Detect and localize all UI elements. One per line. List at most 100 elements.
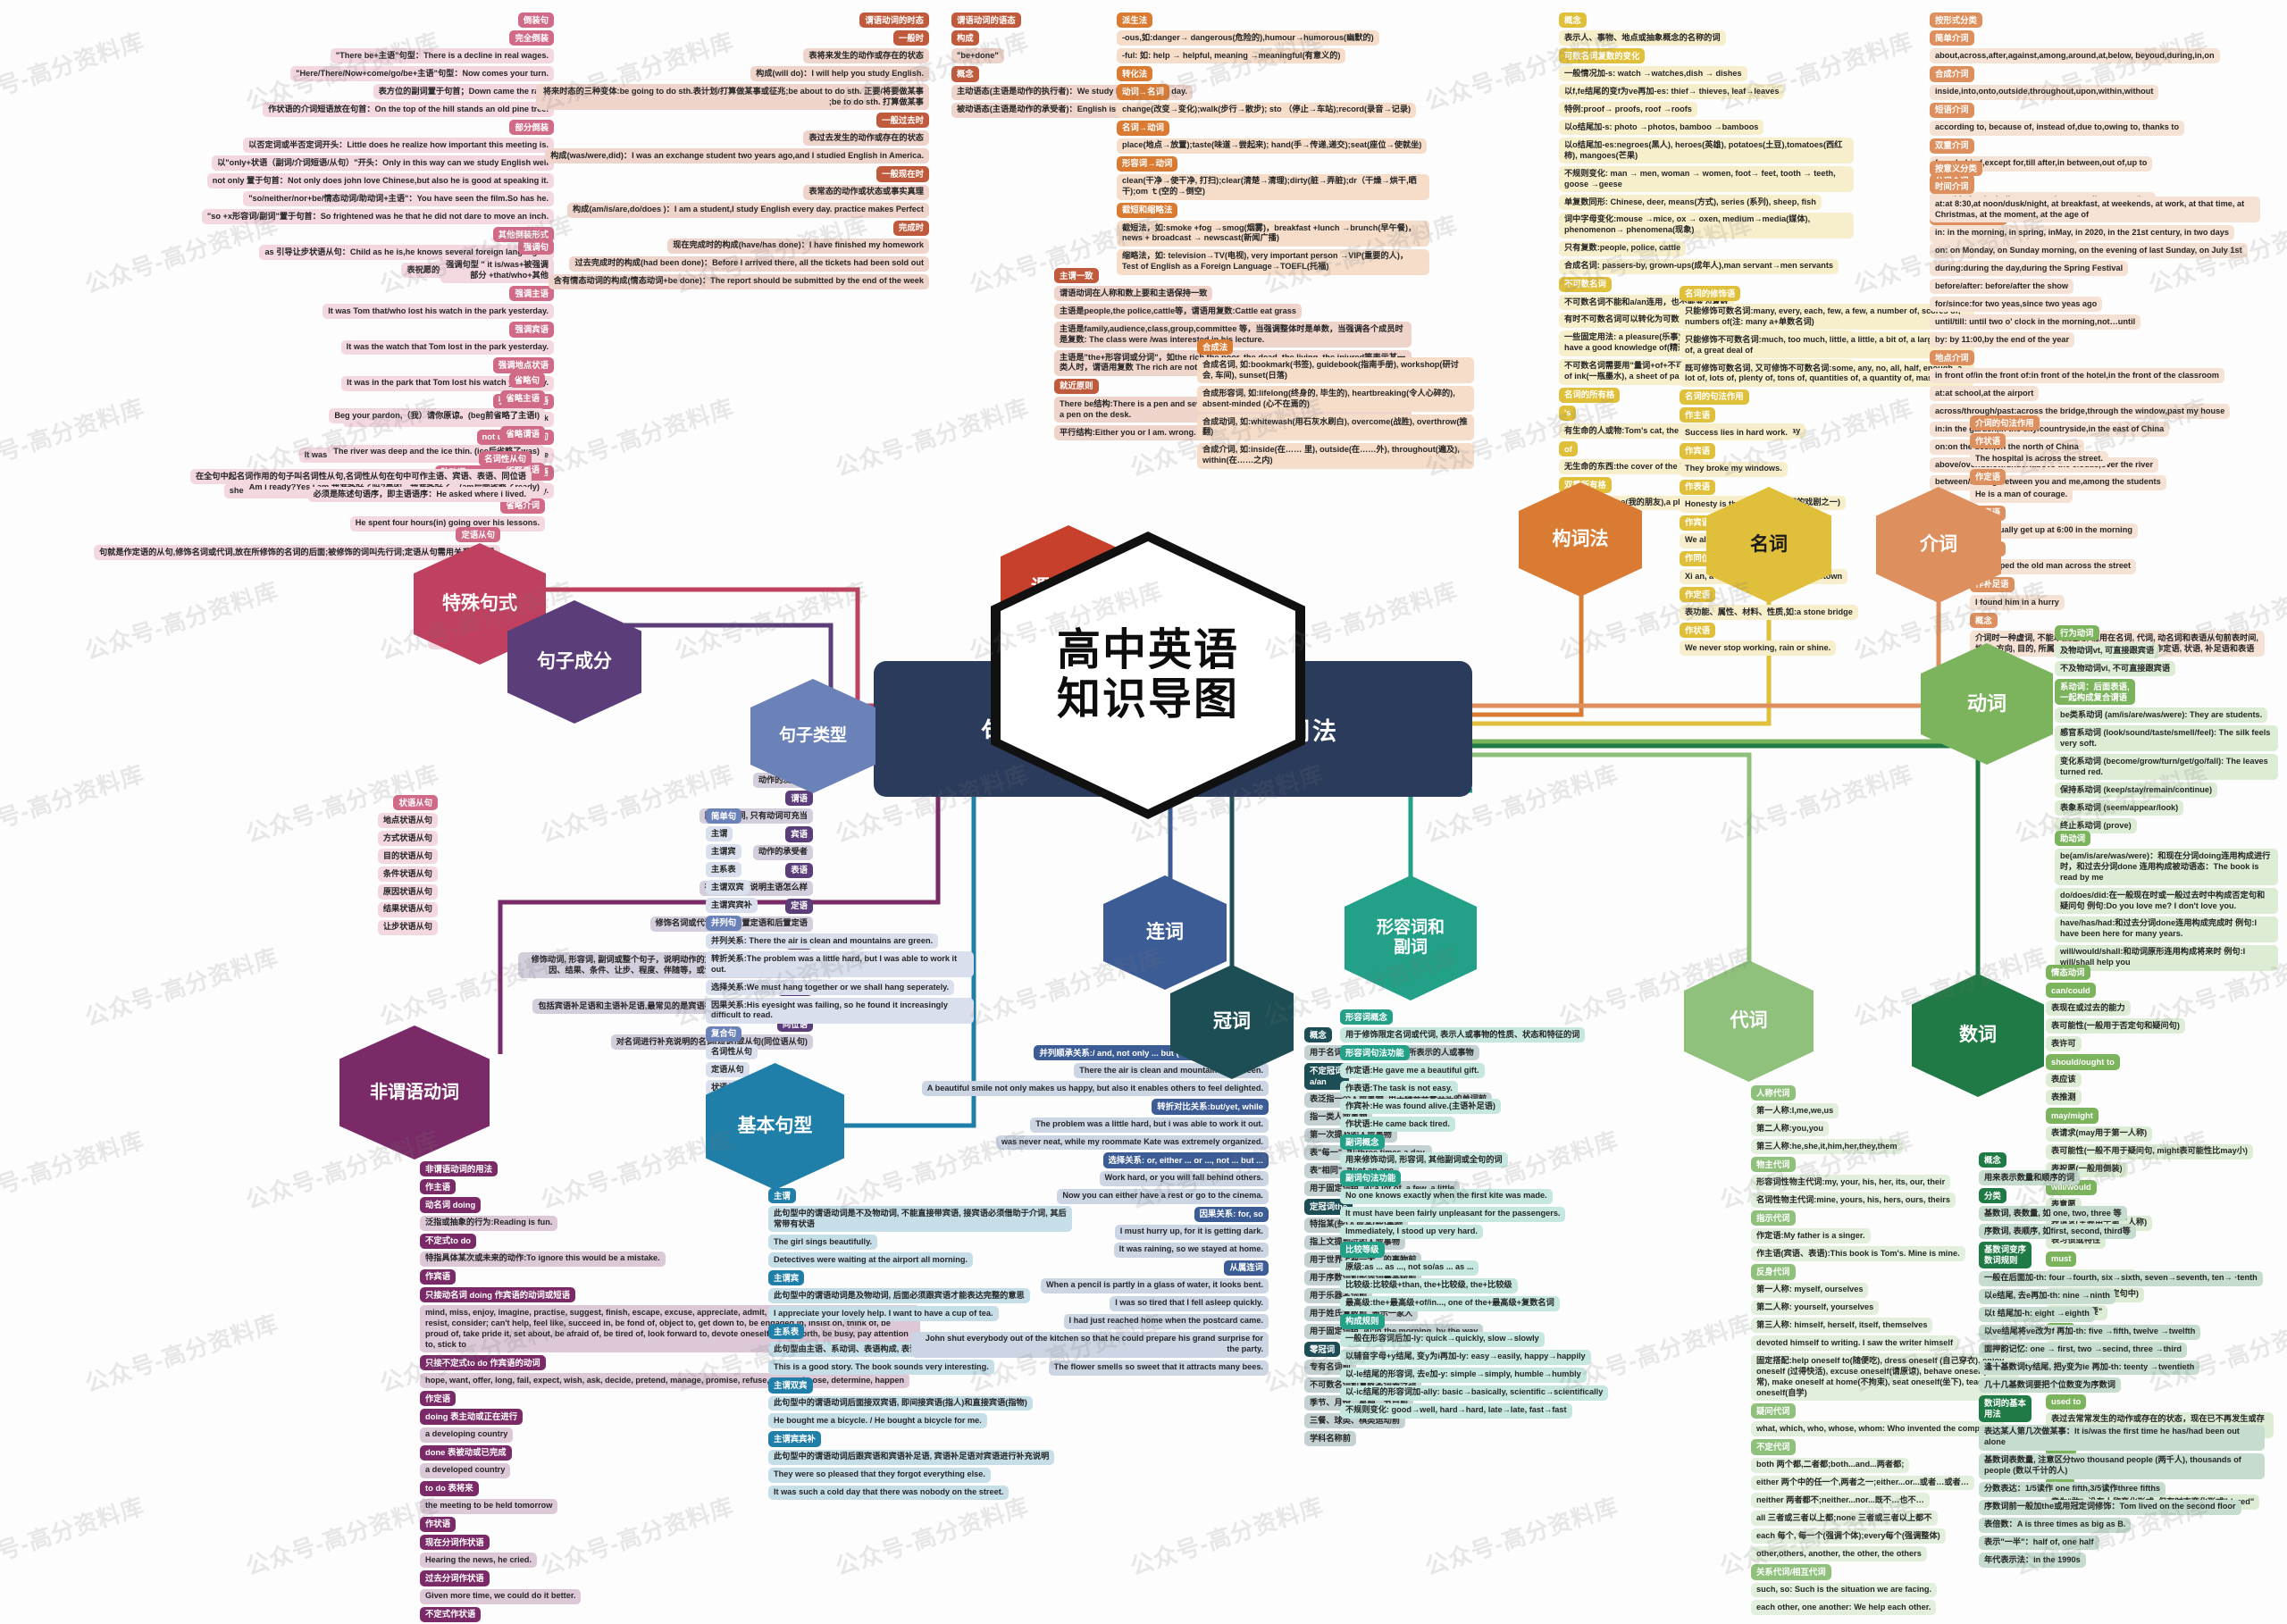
branch-detail-chip: I had just reached home when the postcar… [1063, 1313, 1269, 1329]
branch-detail-chip: 最高级:the+最高级+of/in..., one of the+最高级+复数名… [1340, 1295, 1560, 1311]
branch-detail-chip: at:at 8:30,at noon/dusk/night, at breakf… [1930, 197, 2260, 223]
branch-detail-chip: 将来时态的三种变体:be going to do sth.表计划/打算做某事或征… [536, 84, 929, 111]
branch-detail-chip: 选择关系:We must hang together or we shall h… [706, 980, 955, 996]
branch-detail-chip: 主谓 [706, 826, 733, 842]
branch-label-chip: 选择关系: or, either ... or ..., not ... but… [1102, 1152, 1269, 1168]
branch-detail-chip: 以-le结尾的形容词, 去e加-y: simple→simply, humble… [1340, 1367, 1587, 1383]
branch-label-chip: 人称代词 [1751, 1085, 1796, 1101]
branch-detail-chip: I must hurry up, for it is getting dark. [1114, 1224, 1269, 1240]
branch-detail-chip: 原因状语从句 [377, 884, 438, 900]
branch-label-chip: 派生法 [1117, 13, 1153, 29]
branch-label-chip: 定语从句 [456, 527, 500, 543]
branch-detail-chip: 此句型中的谓语动词是不及物动词, 不能直接带宾语, 接宾语必须借助于介词, 其后… [768, 1206, 1072, 1233]
branch-label-chip: 作定语 [1970, 469, 2006, 485]
branch-detail-chip: inside,into,onto,outside,throughout,upon… [1930, 84, 2159, 100]
branch-label-chip: 名词的句法作用 [1680, 389, 1749, 406]
branch-detail-chip: 以o结尾加-s: photo →photos, bamboo →bamboos [1559, 120, 1764, 136]
branch-label-chip: 谓语动词的时态 [859, 13, 929, 29]
branch-detail-chip: It was such a cold day that there was no… [768, 1485, 1009, 1501]
topic-hex-noun[interactable]: 名词 [1706, 487, 1831, 603]
branch-detail-chip: the meeting to be held tomorrow [420, 1498, 558, 1514]
branch-detail-chip: This is a good story. The book sounds ve… [768, 1360, 994, 1376]
branch-detail-chip: 变化系动词 (become/grow/turn/get/go/fall): Th… [2055, 754, 2278, 781]
branch-label-chip: 作主语 [1680, 407, 1716, 423]
branch-detail-chip: 主语是family,audience,class,group,committee… [1054, 322, 1412, 348]
topic-hex-non-finite-verb[interactable]: 非谓语动词 [339, 1025, 490, 1159]
branch-detail-chip: at:at school,at the airport [1930, 386, 2040, 402]
branch-detail-chip: such, so: Such is the situation we are f… [1751, 1582, 1938, 1598]
branch-label-chip: 数词的基本 用法 [1979, 1395, 2031, 1422]
branch-label-chip: 作状语 [1680, 623, 1716, 639]
branch-label-chip: 行为动词 [2055, 625, 2099, 641]
branch-detail-chip: 形容词性物主代词:my, your, his, her, its, our, t… [1751, 1175, 1951, 1191]
branch-label-chip: 名词性从句 [479, 451, 532, 467]
branch-detail-chip: I found him in a hurry [1970, 595, 2065, 611]
branch-label-chip: 情态动词 [2046, 965, 2090, 981]
branch-detail-chip: 主语是people,the police,cattle等，谓语用复数:Cattl… [1054, 304, 1302, 320]
branch-detail-chip: 构成(will do)：I will help you study Englis… [750, 66, 929, 82]
branch-detail-chip: 合成形容词, 如:lifelong(终身的, 毕生的), heartbreaki… [1197, 386, 1474, 413]
topic-hex-numeral[interactable]: 数词 [1912, 974, 2044, 1097]
branch-detail-chip: 现在完成时的构成(have/has done)：I have finished … [667, 238, 929, 254]
branch-label-chip: 形容词句法功能 [1340, 1045, 1410, 1061]
branch-detail-chip: 无生命的东西:the cover of the book [1559, 459, 1705, 475]
branch-detail-chip: 并列关系: There the air is clean and mountai… [706, 933, 939, 950]
branch-detail-chip: 合成动词, 如:whitewash(用石灰水刷白), overcome(战胜),… [1197, 414, 1474, 440]
branch-detail-chip: have/has/had:和过去分词done连用构成完成时 例句:I have … [2055, 916, 2278, 942]
topic-hex-label: 动词 [1966, 692, 2006, 716]
branch-detail-chip: 作状语的介词短语放在句首：On the top of the hill stan… [263, 102, 554, 118]
branch-label-chip: 疑问代词 [1751, 1403, 1796, 1419]
branch-label-chip: 强调主语 [509, 286, 554, 302]
branch-detail-chip: He bought me a bicycle. / He bought a bi… [768, 1413, 987, 1429]
branch-label-chip: can/could [2046, 983, 2096, 999]
branch-label-chip: 省略介词 [500, 498, 545, 514]
topic-hex-label: 句子成分 [537, 650, 612, 672]
branch-label-chip: 概念 [1304, 1027, 1332, 1043]
branch-detail-chip: clean(干净→使干净, 打扫);clear(清楚→清理);dirty(脏→弄… [1117, 173, 1429, 200]
branch-detail-chip: about,across,after,against,among,around,… [1930, 48, 2220, 64]
branch-label-chip: 's [1559, 405, 1577, 422]
branch-detail-chip: 作表语:The task is not easy. [1340, 1081, 1458, 1097]
branch-detail-chip: 用来修饰动词, 形容词, 其他副词或全句的词 [1340, 1152, 1508, 1168]
topic-hex-sentence-element[interactable]: 句子成分 [507, 600, 641, 724]
branch-detail-chip: 谓语动词在人称和数上要和主语保持一致 [1054, 286, 1213, 302]
topic-hex-article[interactable]: 冠词 [1170, 965, 1294, 1079]
branch-label-chip: of [1559, 441, 1578, 457]
branch-label-chip: 只接不定式to do 作宾语的动词 [420, 1355, 546, 1371]
branch-detail-chip: He is a man of courage. [1970, 487, 2073, 503]
branch-label-chip: 介词的句法作用 [1970, 415, 2040, 431]
cluster-compound-words: 合成法合成名词, 如:bookmark(书签), guidebook(指南手册)… [1197, 339, 1474, 469]
branch-detail-chip: 因果关系:His eyesight was failing, so he fou… [706, 998, 974, 1024]
branch-detail-chip: 合成名词: passers-by, grown-ups(成年人),man ser… [1559, 258, 1839, 274]
branch-label-chip: 地点介词 [1930, 350, 1974, 366]
branch-label-chip: 形容词→动词 [1117, 155, 1178, 172]
branch-detail-chip: 表功能、属性、材料、性质,如:a stone bridge [1680, 605, 1858, 621]
branch-detail-chip: 作宾补:He was found alive.(主语补足语) [1340, 1099, 1501, 1115]
cluster-adj-adv: 形容词概念用于修饰限定名词或代词, 表示人或事物的性质、状态和特征的词形容词句法… [1340, 1009, 1635, 1419]
branch-detail-chip: 及物动词vt, 可直接跟宾语 [2055, 643, 2160, 659]
topic-hex-verb[interactable]: 动词 [1921, 643, 2053, 765]
branch-label-chip: 作主语 [420, 1179, 457, 1195]
branch-label-chip: 指示代词 [1751, 1210, 1796, 1226]
branch-detail-chip: in front of/in the front of:in front of … [1930, 368, 2224, 384]
branch-detail-chip: They broke my windows. [1680, 461, 1788, 477]
branch-detail-chip: -ful: 如: help → helpful, meaning →meanin… [1117, 48, 1346, 64]
branch-label-chip: must [2046, 1251, 2077, 1267]
cluster-inversion: 倒装句完全倒装"There be+主语"句型：There is a declin… [54, 13, 554, 279]
branch-detail-chip: John shut everybody out of the kitchen s… [911, 1331, 1269, 1358]
branch-label-chip: 一般现在时 [876, 166, 929, 182]
branch-detail-chip: 作状语:He came back tired. [1340, 1117, 1455, 1133]
branch-label-chip: 动名词 doing [420, 1197, 482, 1213]
branch-detail-chip: what, which, who, whose, whom: Who inven… [1751, 1421, 2006, 1437]
branch-detail-chip: 主系表 [706, 862, 741, 878]
branch-detail-chip: 构成(am/is/are,do/does )：I am a student,I … [567, 202, 929, 218]
branch-label-chip: 分类 [1979, 1188, 2006, 1204]
branch-detail-chip: 截短法，如:smoke +fog →smog(烟雾)，breakfast +lu… [1117, 221, 1429, 247]
branch-detail-chip: across/through/past:across the bridge,th… [1930, 404, 2231, 420]
branch-detail-chip: 表方位的副词置于句首；Down came the rain. [373, 84, 554, 100]
map-title-line2: 知识导图 [1056, 675, 1239, 724]
topic-hex-label: 名词 [1750, 533, 1788, 555]
branch-detail-chip: 作定语:He gave me a beautiful gift. [1340, 1063, 1485, 1079]
branch-label-chip: 零冠词 [1304, 1342, 1341, 1358]
